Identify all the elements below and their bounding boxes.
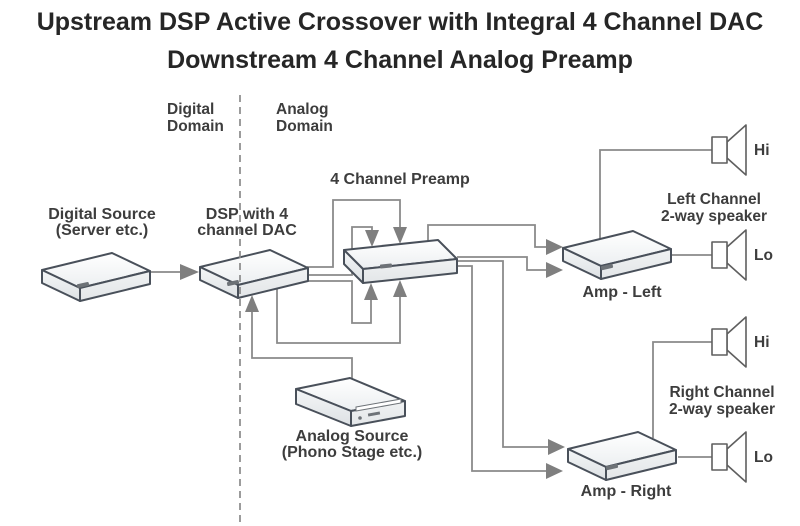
arrow-amp-right-in1 [548,439,565,455]
analog-domain-line2: Domain [276,118,333,135]
digital-source-led [76,281,90,289]
arrow-amp-right-in2 [546,463,563,479]
wire-preamp-out1-to-ampleft [427,224,547,248]
arrowheads [180,227,565,479]
preamp-label: 4 Channel Preamp [330,171,470,188]
digital-source-line2: (Server etc.) [55,222,149,239]
right-hi-label: Hi [754,334,770,351]
left-channel-line1: Left Channel [667,191,761,208]
analog-source-line1: Analog Source [295,428,409,445]
amp-left-led [600,263,614,271]
preamp-box [343,239,458,284]
amp-left-label: Amp - Left [582,284,662,301]
arrow-preamp-in2-down [393,227,407,244]
wire-preamp-out3-to-ampright [457,260,549,448]
right-lo-label: Lo [754,449,773,466]
wire-ampleft-to-hi-speaker [599,149,712,239]
analog-domain-line1: Analog [276,101,329,118]
arrow-preamp-in4-up [393,280,407,297]
arrow-into-dsp-from-analog [245,295,259,312]
left-channel-line2: 2-way speaker [661,208,767,225]
arrow-preamp-in3-up [364,283,378,300]
arrow-amp-left-in1 [546,239,563,255]
wire-preamp-out2-to-ampleft [457,256,547,271]
signal-wires [150,149,712,472]
right-hi-speaker-icon [711,316,747,368]
digital-domain-label: Digital Domain [167,101,224,135]
right-lo-speaker-icon [711,431,747,483]
amp-right-label: Amp - Right [580,483,672,500]
front-panel-details [76,263,619,471]
right-channel-line2: 2-way speaker [669,401,775,418]
analog-source-label: Analog Source (Phono Stage etc.) [282,429,422,461]
diagram-title-line2: Downstream 4 Channel Analog Preamp [167,46,633,74]
amp-right-led [605,463,619,471]
analog-domain-label: Analog Domain [276,101,333,135]
right-channel-speaker-label: Right Channel 2-way speaker [669,384,775,418]
digital-domain-line1: Digital [167,101,215,118]
diagram-title-line1: Upstream DSP Active Crossover with Integ… [36,8,764,36]
left-hi-label: Hi [754,142,770,159]
digital-source-label: Digital Source (Server etc.) [48,207,156,239]
preamp-led [379,263,393,269]
wire-ampright-to-hi-speaker [652,341,712,438]
dsp-line1: DSP with 4 [205,206,289,223]
left-lo-label: Lo [754,247,773,264]
wire-preamp-out4-to-ampright [457,265,547,472]
dsp-led [226,279,240,287]
wire-dsp-ch1-top-outer [307,199,401,268]
arrow-amp-left-in2 [546,262,563,278]
amp-left-box [562,230,672,280]
left-channel-speaker-label: Left Channel 2-way speaker [661,191,767,225]
wire-dsp-ch2-top-inner [307,226,373,276]
analog-source-display [367,411,381,417]
arrow-preamp-in1-down [365,230,379,247]
digital-source-line1: Digital Source [48,206,156,223]
wire-dsp-ch4-bottom-outer [276,289,401,344]
wire-dsp-ch3-bottom-inner [307,280,372,324]
dsp-label: DSP with 4 channel DAC [197,207,297,239]
dsp-box [199,249,309,299]
dsp-line2: channel DAC [197,222,297,239]
left-lo-speaker-icon [711,229,747,281]
digital-domain-line2: Domain [167,118,224,135]
digital-source-box [41,252,151,302]
arrow-into-dsp [180,264,199,280]
left-hi-speaker-icon [711,124,747,176]
analog-source-tray-slot [355,398,402,412]
right-channel-line1: Right Channel [669,384,775,401]
amp-right-box [567,431,677,481]
analog-source-line2: (Phono Stage etc.) [281,444,423,461]
analog-source-button [358,416,362,420]
wire-analog-source-to-dsp [251,311,353,379]
